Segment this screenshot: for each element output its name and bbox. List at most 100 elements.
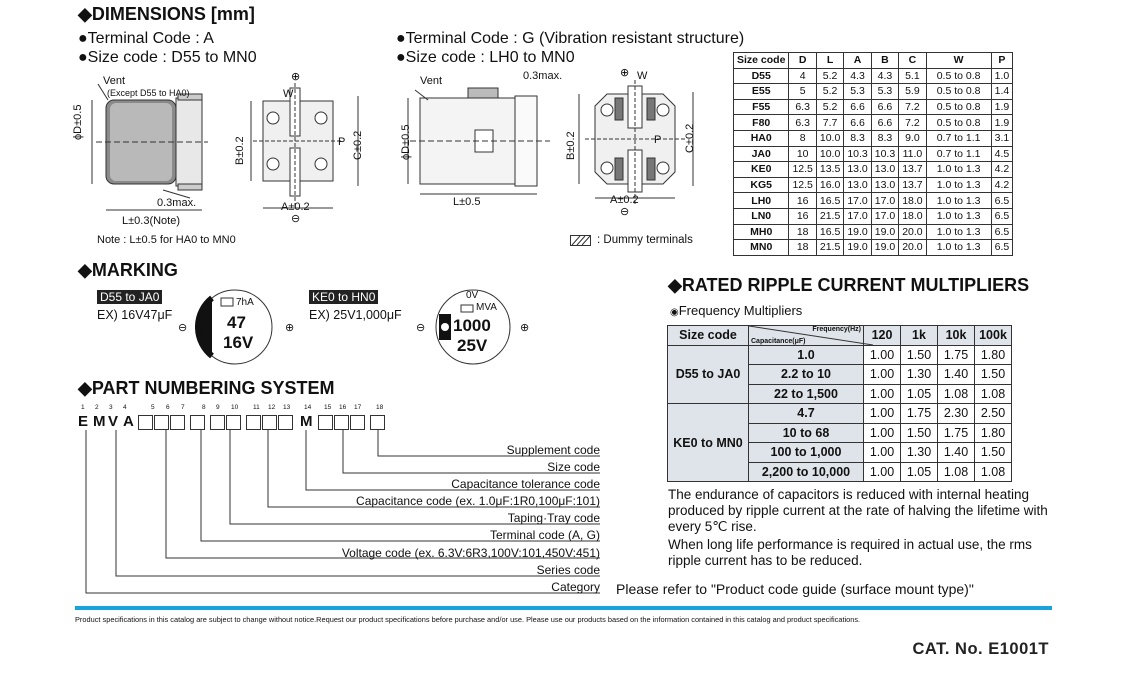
char-e: E bbox=[78, 413, 89, 430]
table-cell: 1.0 to 1.3 bbox=[925, 192, 992, 209]
vent-except-label: (Except D55 to HA0) bbox=[107, 88, 190, 98]
ripple-diag-header: Frequency(Hz) Capacitance(μF) bbox=[748, 325, 873, 346]
multiplier-cell: 1.50 bbox=[900, 344, 938, 365]
table-cell: 19.0 bbox=[870, 239, 900, 256]
b-02-label-g: B±0.2 bbox=[565, 131, 577, 160]
part-number-leaders bbox=[85, 430, 600, 594]
table-cell: 1.9 bbox=[990, 114, 1014, 131]
dummy-terminals-label: : Dummy terminals bbox=[597, 234, 693, 246]
table-cell: 19.0 bbox=[870, 223, 900, 241]
multiplier-cell: 1.50 bbox=[974, 442, 1012, 463]
multiplier-cell: 1.00 bbox=[863, 364, 901, 385]
vent-label: Vent bbox=[103, 75, 126, 87]
char-a: A bbox=[123, 413, 134, 430]
table-cell: 5.2 bbox=[815, 67, 845, 85]
capacitance-cell: 100 to 1,000 bbox=[748, 442, 864, 463]
table-cell: 17.0 bbox=[843, 207, 872, 225]
table-cell: 1.0 to 1.3 bbox=[925, 161, 992, 178]
digit-index: 18 bbox=[376, 404, 384, 411]
label-capacitance-tolerance: Capacitance tolerance code bbox=[451, 477, 600, 491]
multiplier-cell: 1.08 bbox=[937, 461, 975, 482]
table-cell: 6.6 bbox=[870, 114, 900, 131]
max-03-label: 0.3max. bbox=[157, 197, 197, 209]
table-cell: 18 bbox=[788, 223, 817, 241]
table-cell: 19.0 bbox=[843, 239, 872, 256]
table-cell: 16 bbox=[788, 192, 817, 209]
size-boxes bbox=[318, 413, 366, 430]
refer-guide-text: Please refer to "Product code guide (sur… bbox=[616, 581, 974, 597]
table-cell: 4.5 bbox=[990, 145, 1014, 163]
table-cell: 13.7 bbox=[898, 176, 927, 194]
plus-icon-2: ⊕ bbox=[520, 322, 530, 334]
digit-index: 9 bbox=[216, 404, 220, 411]
table-cell: 6.5 bbox=[990, 192, 1014, 209]
digit-index: 17 bbox=[354, 404, 362, 411]
table-cell: 13.0 bbox=[870, 176, 900, 194]
table-cell: 13.5 bbox=[815, 161, 845, 178]
table-cell: 7.2 bbox=[898, 114, 927, 131]
ripple-title: ◆RATED RIPPLE CURRENT MULTIPLIERS bbox=[668, 275, 1030, 295]
table-cell: 16.5 bbox=[815, 192, 845, 209]
size-code-cell: E55 bbox=[732, 83, 790, 100]
terminal-g-bottom-view: ⊕ bbox=[578, 66, 694, 204]
table-cell: 12.5 bbox=[788, 161, 817, 178]
table-cell: 13.7 bbox=[898, 161, 927, 178]
table-cell: 18.0 bbox=[898, 192, 927, 209]
table-cell: 6.3 bbox=[788, 114, 817, 131]
size-group-cell: D55 to JA0 bbox=[667, 344, 749, 404]
multiplier-cell: 1.80 bbox=[974, 344, 1012, 365]
digit-index: 7 bbox=[181, 404, 185, 411]
table-cell: 4.2 bbox=[990, 176, 1014, 194]
l-note-label: L±0.3(Note) bbox=[122, 215, 181, 227]
digit-index: 14 bbox=[304, 404, 312, 411]
multiplier-cell: 1.05 bbox=[900, 383, 938, 404]
table-cell: 6.5 bbox=[990, 223, 1014, 241]
table-cell: 8.3 bbox=[843, 129, 872, 147]
size-group-cell: KE0 to MN0 bbox=[667, 403, 749, 482]
capacitance-cell: 4.7 bbox=[748, 403, 864, 424]
cap2-code: 0V bbox=[466, 290, 479, 301]
size-code-cell: KE0 bbox=[732, 161, 790, 178]
catalog-number: CAT. No. E1001T bbox=[912, 640, 1049, 658]
label-category: Category bbox=[551, 580, 600, 594]
cap1-value: 47 bbox=[227, 313, 246, 332]
digit-index: 6 bbox=[166, 404, 170, 411]
dimensions-table-header: Size code D L A B C W P bbox=[732, 52, 1014, 69]
bullet-icon: ◉ bbox=[670, 307, 679, 318]
cap2-value: 1000 bbox=[453, 316, 491, 335]
table-cell: 10.3 bbox=[870, 145, 900, 163]
cap1-voltage: 16V bbox=[223, 333, 254, 352]
multiplier-cell: 1.00 bbox=[863, 461, 901, 482]
label-capacitance-code: Capacitance code (ex. 1.0μF:1R0,100μF:10… bbox=[356, 494, 600, 508]
table-cell: 5.2 bbox=[815, 83, 845, 100]
label-taping-tray: Taping·Tray code bbox=[507, 511, 600, 525]
ripple-table: Size code Frequency(Hz) Capacitance(μF) … bbox=[667, 325, 1012, 482]
part-numbering-title: ◆PART NUMBERING SYSTEM bbox=[78, 378, 335, 398]
table-cell: 6.6 bbox=[870, 98, 900, 116]
digit-index: 13 bbox=[283, 404, 291, 411]
col-b: B bbox=[870, 52, 900, 69]
table-cell: 10.0 bbox=[815, 145, 845, 163]
label-voltage-code: Voltage code (ex. 6.3V:6R3,100V:101,450V… bbox=[341, 546, 600, 560]
multiplier-cell: 1.00 bbox=[863, 383, 901, 404]
marking-title: ◆MARKING bbox=[78, 260, 178, 280]
w-label-g: W bbox=[637, 70, 648, 82]
col-c: C bbox=[898, 52, 927, 69]
col-size-code: Size code bbox=[732, 52, 790, 69]
size-code-cell: F55 bbox=[732, 98, 790, 116]
size-code-cell: JA0 bbox=[732, 145, 790, 163]
freq-10k: 10k bbox=[937, 325, 975, 346]
capacitance-cell: 22 to 1,500 bbox=[748, 383, 864, 404]
ripple-para-1: The endurance of capacitors is reduced w… bbox=[668, 487, 1048, 534]
table-cell: 0.7 to 1.1 bbox=[925, 129, 992, 147]
ripple-subtitle: ◉Frequency Multipliers bbox=[670, 303, 802, 318]
table-cell: 7.7 bbox=[815, 114, 845, 131]
